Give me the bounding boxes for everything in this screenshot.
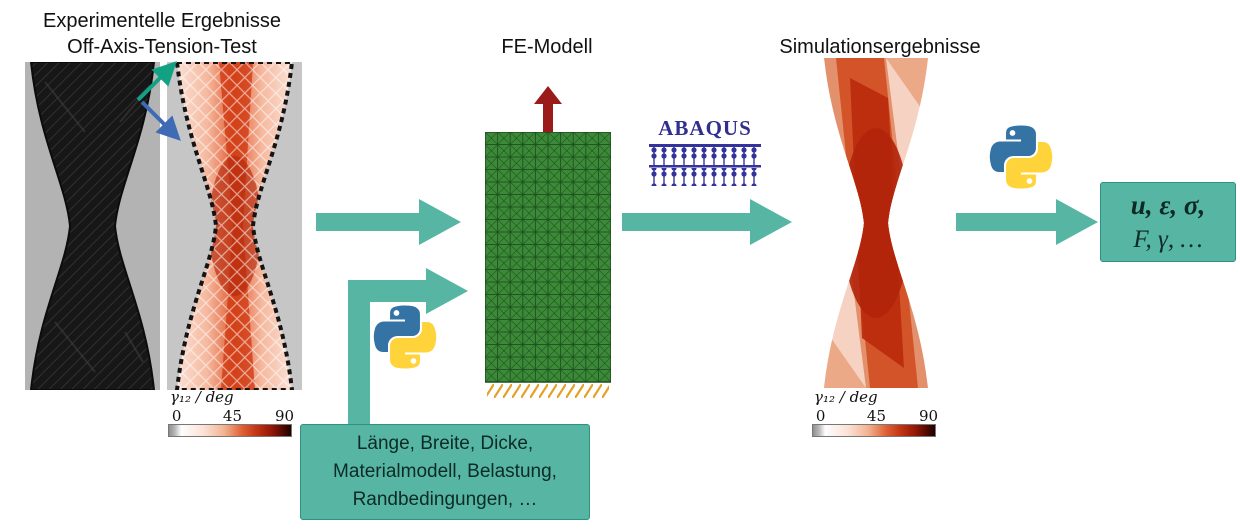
parameters-line3: Randbedingungen, … <box>352 489 538 510</box>
results-line1: u, ε, σ, <box>1130 190 1206 220</box>
elbow-arrow-parameters-to-fe <box>348 268 468 430</box>
parameters-line1: Länge, Breite, Dicke, <box>356 433 534 454</box>
fixed-support-hatching <box>487 384 609 398</box>
fe-model-title: FE-Modell <box>501 36 593 58</box>
tick-45: 45 <box>222 407 243 425</box>
parameters-box: Länge, Breite, Dicke, Materialmodell, Be… <box>300 424 590 520</box>
fiber-direction-arrow-teal <box>136 61 177 102</box>
simulation-colorbar: γ₁₂ / deg 0 45 90 <box>812 388 939 437</box>
simulation-result-image <box>824 58 928 388</box>
python-icon <box>373 305 437 369</box>
colorbar-gradient <box>812 424 936 437</box>
flow-arrow-fe-to-simulation <box>622 199 792 245</box>
experiment-title: Experimentelle Ergebnisse Off-Axis-Tensi… <box>12 8 312 60</box>
fiber-direction-arrows <box>136 61 181 141</box>
colorbar-ticks: 0 45 90 <box>812 407 939 425</box>
load-arrow-icon <box>534 86 562 132</box>
results-box: u, ε, σ, F, γ, … <box>1100 182 1236 262</box>
colorbar-ticks: 0 45 90 <box>168 407 295 425</box>
tick-45: 45 <box>866 407 887 425</box>
colorbar-label: γ₁₂ / deg <box>170 388 234 406</box>
tick-90: 90 <box>275 407 295 425</box>
results-line2: F, γ, … <box>1133 226 1203 253</box>
parameters-line2: Materialmodell, Belastung, <box>333 461 557 482</box>
abaqus-logo: ABAQUS <box>645 116 765 188</box>
tick-0: 0 <box>171 407 182 425</box>
fiber-direction-arrow-blue <box>140 100 181 141</box>
python-icon-2 <box>989 125 1053 189</box>
experiment-title-line1: Experimentelle Ergebnisse <box>43 10 281 32</box>
experiment-colorbar: γ₁₂ / deg 0 45 90 <box>168 388 295 437</box>
specimen-photo <box>25 62 160 390</box>
strain-field-image <box>167 62 302 390</box>
tick-0: 0 <box>815 407 826 425</box>
tick-90: 90 <box>919 407 939 425</box>
colorbar-gradient <box>168 424 292 437</box>
flow-arrow-simulation-to-results <box>956 199 1098 245</box>
experiment-title-line2: Off-Axis-Tension-Test <box>67 36 257 58</box>
flow-arrow-experiment-to-fe <box>316 199 461 245</box>
abacus-icon <box>649 144 761 186</box>
fe-mesh-image <box>485 132 611 398</box>
colorbar-label: γ₁₂ / deg <box>814 388 878 406</box>
abaqus-label: ABAQUS <box>658 116 752 140</box>
simulation-title: Simulationsergebnisse <box>779 36 981 58</box>
